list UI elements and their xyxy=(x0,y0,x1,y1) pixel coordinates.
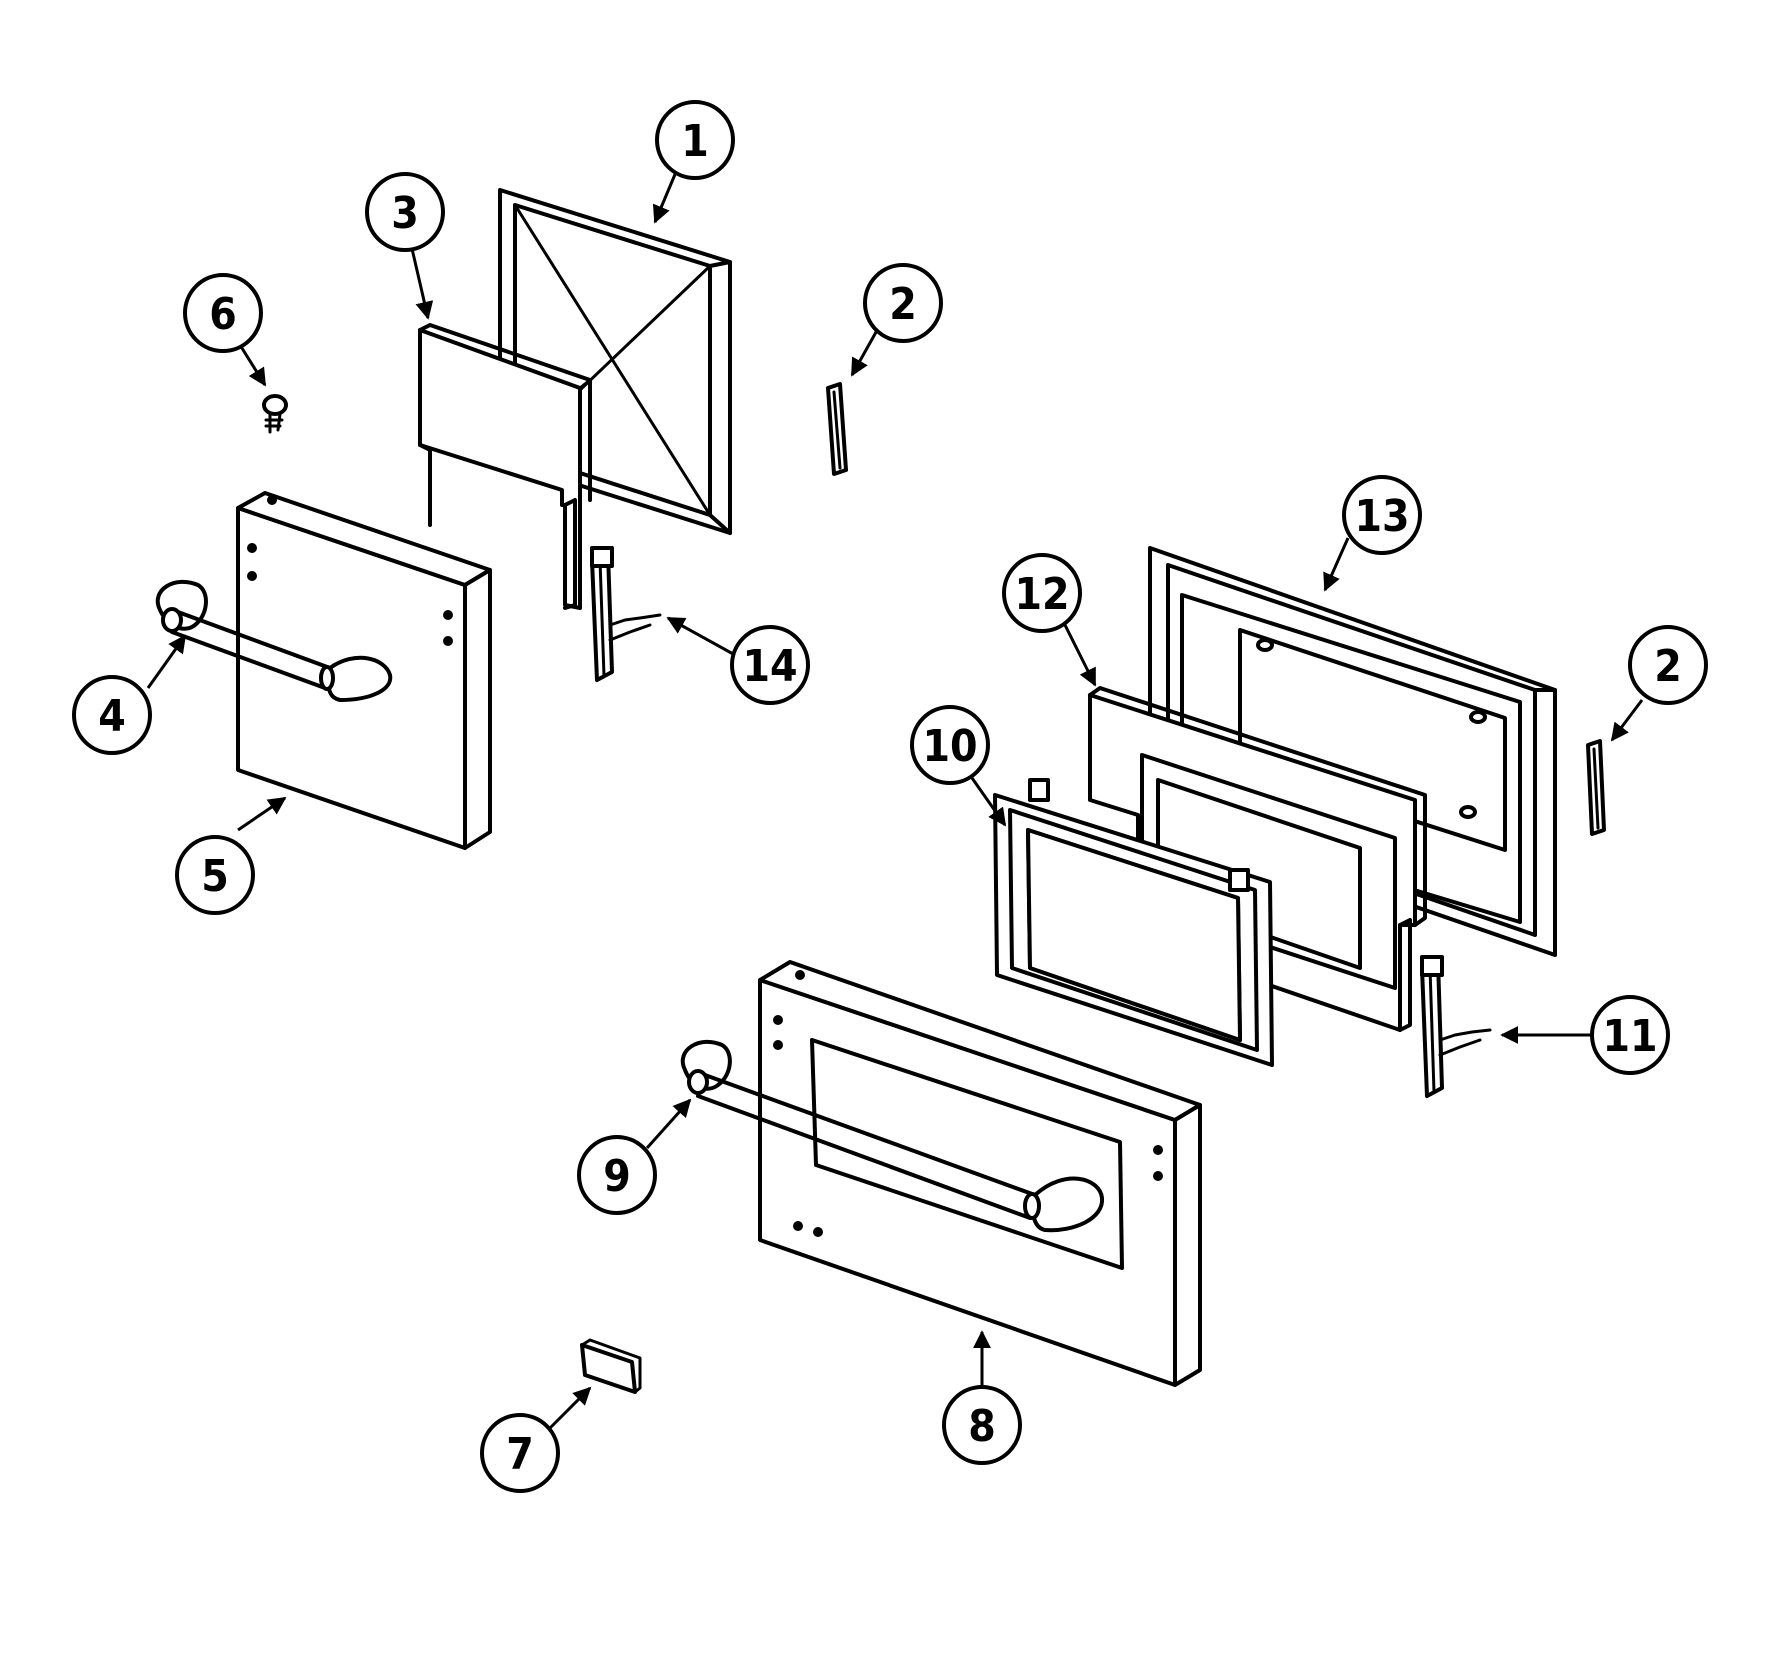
callout-5: 5 xyxy=(175,835,255,915)
svg-text:2: 2 xyxy=(889,279,917,330)
svg-text:6: 6 xyxy=(209,289,237,340)
callout-4: 4 xyxy=(72,675,152,755)
callout-14: 14 xyxy=(730,625,810,705)
part-clip xyxy=(580,1338,642,1394)
callout-11: 11 xyxy=(1590,995,1670,1075)
callout-8: 8 xyxy=(942,1385,1022,1465)
callout-3: 3 xyxy=(365,172,445,252)
svg-text:11: 11 xyxy=(1602,1011,1657,1062)
svg-text:13: 13 xyxy=(1354,491,1409,542)
callout-6: 6 xyxy=(183,273,263,353)
part-bracket-lower xyxy=(1586,739,1606,836)
svg-text:7: 7 xyxy=(506,1429,534,1480)
callout-10: 10 xyxy=(910,705,990,785)
callout-7: 7 xyxy=(480,1413,560,1493)
callout-2-upper: 2 xyxy=(863,263,943,343)
svg-text:14: 14 xyxy=(742,641,797,692)
part-upper-door-inner-panel xyxy=(418,323,592,610)
part-upper-door-handle xyxy=(155,579,393,702)
part-bracket-upper xyxy=(826,382,848,476)
callout-9: 9 xyxy=(577,1135,657,1215)
svg-text:5: 5 xyxy=(201,851,229,902)
svg-text:3: 3 xyxy=(391,188,419,239)
callouts: 1 2 3 6 4 5 14 13 xyxy=(72,100,1708,1493)
leader-lines xyxy=(146,171,1644,1432)
part-lower-outer-door xyxy=(758,960,1202,1387)
callout-1: 1 xyxy=(655,100,735,180)
svg-text:9: 9 xyxy=(603,1151,631,1202)
part-upper-hinge xyxy=(590,546,662,682)
callout-12: 12 xyxy=(1002,553,1082,633)
svg-text:4: 4 xyxy=(98,691,126,742)
callout-13: 13 xyxy=(1342,475,1422,555)
callout-2-lower: 2 xyxy=(1628,625,1708,705)
svg-text:10: 10 xyxy=(922,721,977,772)
part-screw xyxy=(262,394,288,434)
part-lower-door-handle xyxy=(680,1039,1105,1233)
svg-text:1: 1 xyxy=(681,116,709,167)
svg-text:2: 2 xyxy=(1654,641,1682,692)
svg-text:8: 8 xyxy=(968,1401,996,1452)
svg-text:12: 12 xyxy=(1014,569,1069,620)
part-lower-hinge xyxy=(1420,955,1492,1098)
part-window-frame xyxy=(993,778,1274,1067)
